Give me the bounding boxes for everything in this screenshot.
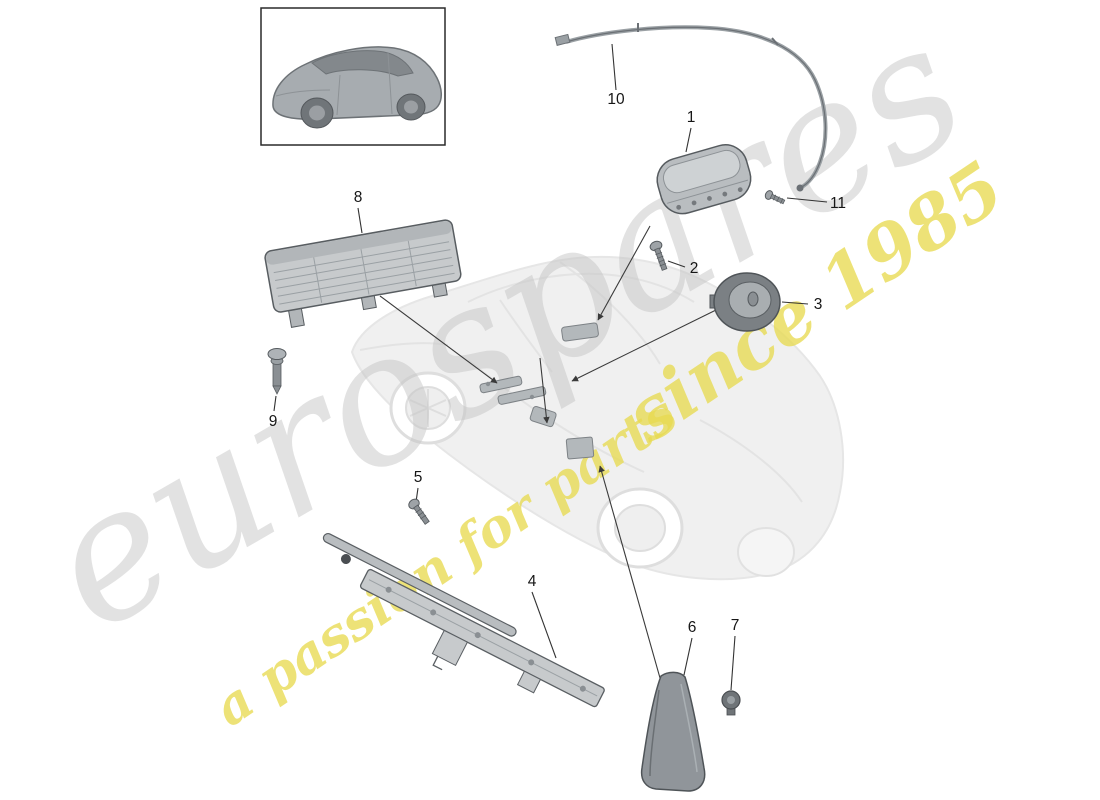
callout-7: 7: [730, 617, 740, 634]
callout-9: 9: [268, 413, 278, 430]
part-10-curtain-airbag-tube: [554, 23, 828, 192]
pointer-line-part1: [597, 225, 651, 321]
callout-11: 11: [829, 195, 847, 212]
pointer-line-part6: [598, 465, 661, 679]
callout-1: 1: [686, 109, 696, 126]
part-9-rivet: [267, 348, 287, 395]
part-1-passenger-airbag-module: [656, 144, 752, 215]
pointer-line-part8: [379, 295, 498, 384]
ghost-far-wheel: [737, 527, 795, 577]
callout-3: 3: [813, 296, 823, 313]
thumbnail-car: [272, 46, 442, 129]
pointer-line-part3: [571, 309, 717, 382]
part-11-screw: [764, 190, 786, 205]
callout-2: 2: [689, 260, 699, 277]
part-5-screw: [408, 498, 430, 525]
callout-leader-lines: [273, 43, 828, 691]
callout-4: 4: [527, 573, 537, 590]
pointer-lines: [379, 225, 717, 679]
callout-8: 8: [353, 189, 363, 206]
part-8-dashboard-airbag-unit: [264, 219, 462, 328]
pointer-line-dash: [539, 357, 550, 424]
part-6-knee-airbag-cover: [640, 671, 706, 792]
part-4-side-rail: [322, 532, 605, 708]
part-3-driver-airbag-unit: [709, 272, 781, 332]
thumbnail-box: [260, 7, 446, 146]
part-2-screw: [649, 240, 668, 271]
callout-5: 5: [413, 469, 423, 486]
in-car-mount-parts: [479, 322, 599, 460]
callout-10: 10: [607, 91, 625, 108]
ghost-car: [350, 255, 845, 581]
callout-6: 6: [687, 619, 697, 636]
ghost-car-body: [350, 255, 845, 581]
part-7-fastener: [721, 690, 741, 716]
